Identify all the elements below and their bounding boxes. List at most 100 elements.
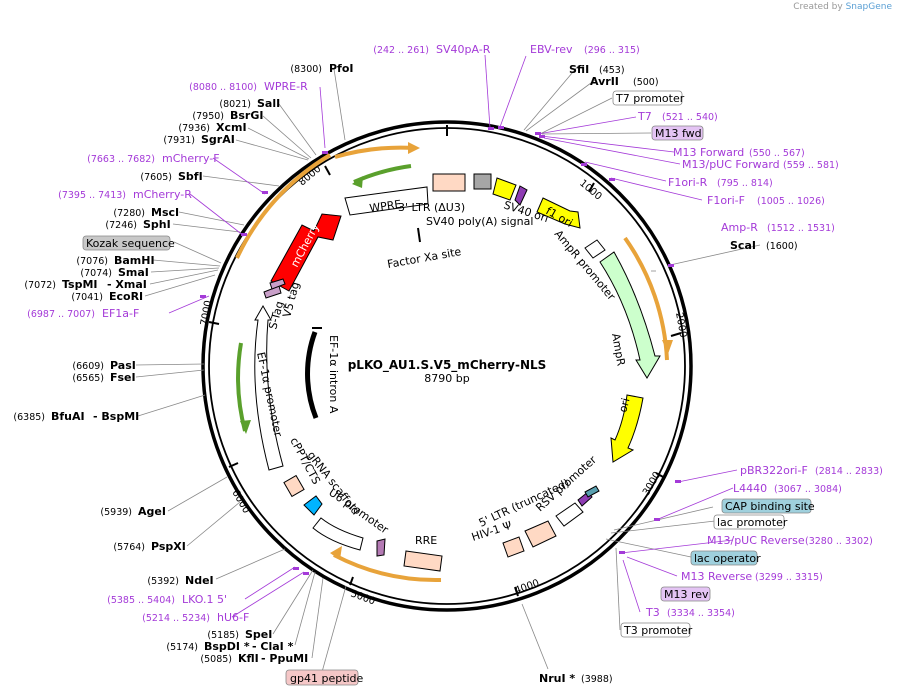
enzyme-smai[interactable]: SmaI (118, 266, 149, 279)
ampr-feature[interactable] (599, 251, 661, 379)
primer-hu6-f[interactable]: hU6-F (217, 611, 249, 624)
enzyme-avrii-pos: (500) (633, 77, 659, 88)
lac-operator-box[interactable] (690, 550, 758, 566)
primer-lko1[interactable]: LKO.1 5' (182, 593, 227, 606)
enzyme-bfuai[interactable]: BfuAI (51, 410, 85, 423)
grna-feature[interactable] (303, 495, 323, 516)
enzyme-pasi-pos: (6609) (72, 361, 104, 372)
primer-l4440-range: (3067 .. 3084) (774, 484, 842, 495)
m13-rev-box[interactable] (660, 586, 711, 602)
enzyme-avrii[interactable]: AvrII (590, 75, 619, 88)
primer-f1ori-f-range: (1005 .. 1026) (757, 196, 825, 207)
primer-f1ori-f[interactable]: F1ori-F (707, 194, 745, 207)
t7-promoter-box[interactable] (612, 90, 683, 106)
cppt-feature[interactable] (283, 474, 305, 498)
enzyme-bspmi[interactable]: - BspMI (93, 410, 139, 423)
cap-site-mark (584, 485, 600, 498)
ori-feature[interactable] (610, 394, 644, 463)
u6-feature[interactable] (312, 517, 364, 551)
enzyme-fsei[interactable]: FseI (110, 371, 136, 384)
primer-m13-puc-rev[interactable]: M13/pUC Reverse (707, 534, 805, 547)
primer-pbr322[interactable]: pBR322ori-F (740, 464, 808, 477)
enzyme-pspxi[interactable]: PspXI (151, 540, 186, 553)
ltr3-feature[interactable] (432, 173, 466, 192)
mcherry-feature[interactable] (270, 213, 342, 292)
primer-sv40pa-r-range: (242 .. 261) (373, 45, 429, 56)
enzyme-ppumi[interactable]: - PpuMI (261, 652, 308, 665)
primer-m13-puc-fwd[interactable]: M13/pUC Forward (682, 158, 780, 171)
cap-site-box[interactable] (721, 498, 812, 514)
kozak-box[interactable] (82, 235, 171, 251)
enzyme-nrui-pos: (3988) (581, 674, 613, 685)
enzyme-msci[interactable]: MscI (151, 206, 179, 219)
primer-mcherry-r[interactable]: mCherry-R (133, 188, 192, 201)
primer-sv40pa-r[interactable]: SV40pA-R (436, 43, 491, 56)
enzyme-bfuai-pos: (6385) (13, 412, 45, 423)
primer-t3[interactable]: T3 (645, 606, 660, 619)
primer-mcherry-f[interactable]: mCherry-F (162, 152, 220, 165)
kozak-label: Kozak sequence (86, 237, 175, 250)
lac-promoter-box[interactable] (713, 514, 785, 530)
sv40-polya-feature[interactable] (473, 173, 492, 190)
enzyme-scai-pos: (1600) (766, 241, 798, 252)
primer-ebv-rev[interactable]: EBV-rev (530, 43, 573, 56)
gp41-box[interactable] (285, 669, 359, 686)
enzyme-bsrgi[interactable]: BsrGI (230, 109, 263, 122)
ampr-promoter-feature[interactable] (584, 239, 606, 259)
enzyme-bspdi[interactable]: BspDI * (204, 640, 250, 653)
tick-label-6000: 6000 (229, 488, 251, 516)
enzyme-bamhi[interactable]: BamHI (114, 254, 155, 267)
primer-l4440[interactable]: L4440 (733, 482, 767, 495)
primer-leader-lines (168, 54, 738, 618)
enzyme-xcmi[interactable]: XcmI (216, 121, 247, 134)
enzyme-sphi[interactable]: SphI (143, 218, 171, 231)
enzyme-pasi[interactable]: PasI (110, 359, 136, 372)
v5-tag-feature[interactable] (269, 278, 286, 290)
enzyme-sgrai[interactable]: SgrAI (201, 133, 235, 146)
primer-amp-r[interactable]: Amp-R (721, 221, 758, 234)
primer-m13-rev[interactable]: M13 Reverse (681, 570, 752, 583)
enzyme-tspmi[interactable]: TspMI (62, 278, 98, 291)
wpre-feature[interactable] (344, 186, 429, 216)
primer-ef1a-f[interactable]: EF1a-F (102, 307, 139, 320)
sv40-ori-feature[interactable] (492, 177, 517, 201)
primer-mcherry-r-range: (7395 .. 7413) (58, 190, 126, 201)
enzyme-sfii[interactable]: SfiI (569, 63, 589, 76)
primer-ef1a-f-range: (6987 .. 7007) (27, 309, 95, 320)
primer-wpre-r[interactable]: WPRE-R (264, 80, 308, 93)
enzyme-sbfi[interactable]: SbfI (178, 170, 203, 183)
enzyme-xmai[interactable]: - XmaI (107, 278, 147, 291)
m13-rev-label: M13 rev (664, 588, 709, 601)
rsv-label: RSV promoter (533, 453, 599, 514)
ef1a-promoter-feature[interactable] (254, 304, 284, 471)
rre-feature[interactable] (403, 550, 443, 572)
enzyme-ndei[interactable]: NdeI (185, 574, 214, 587)
ltr3-label: 3' LTR (ΔU3) (398, 201, 465, 214)
rsv-feature[interactable] (555, 502, 584, 527)
ef1a-intron-feature[interactable] (305, 331, 319, 419)
enzyme-scai[interactable]: ScaI (730, 239, 756, 252)
enzyme-nrui[interactable]: NruI * (539, 672, 575, 685)
m13-fwd-box[interactable] (651, 125, 704, 141)
t3-promoter-box[interactable] (620, 622, 691, 638)
enzyme-clai[interactable]: - ClaI * (252, 640, 294, 653)
enzyme-kfli[interactable]: KflI (238, 652, 259, 665)
ltr5-feature[interactable] (524, 520, 557, 548)
enzyme-pfoi[interactable]: PfoI (329, 62, 354, 75)
enzyme-spei[interactable]: SpeI (245, 628, 272, 641)
f1-ori-feature[interactable] (536, 197, 581, 229)
orf-arc-top (334, 145, 416, 159)
enzyme-sali[interactable]: SalI (257, 97, 280, 110)
wpre-label: WPRE (369, 198, 403, 215)
orf-arrowhead-2 (330, 546, 342, 560)
primer-f1ori-r[interactable]: F1ori-R (668, 176, 708, 189)
enzyme-ecori[interactable]: EcoRI (109, 290, 143, 303)
enzyme-sali-pos: (8021) (219, 99, 251, 110)
enzyme-fsei-pos: (6565) (72, 373, 104, 384)
enzyme-bamhi-pos: (7076) (76, 256, 108, 267)
enzyme-agei[interactable]: AgeI (138, 505, 166, 518)
lko-site-mark (376, 538, 386, 557)
hiv-psi-feature[interactable] (502, 536, 525, 558)
primer-t7[interactable]: T7 (637, 110, 652, 123)
primer-m13-fwd[interactable]: M13 Forward (673, 146, 744, 159)
